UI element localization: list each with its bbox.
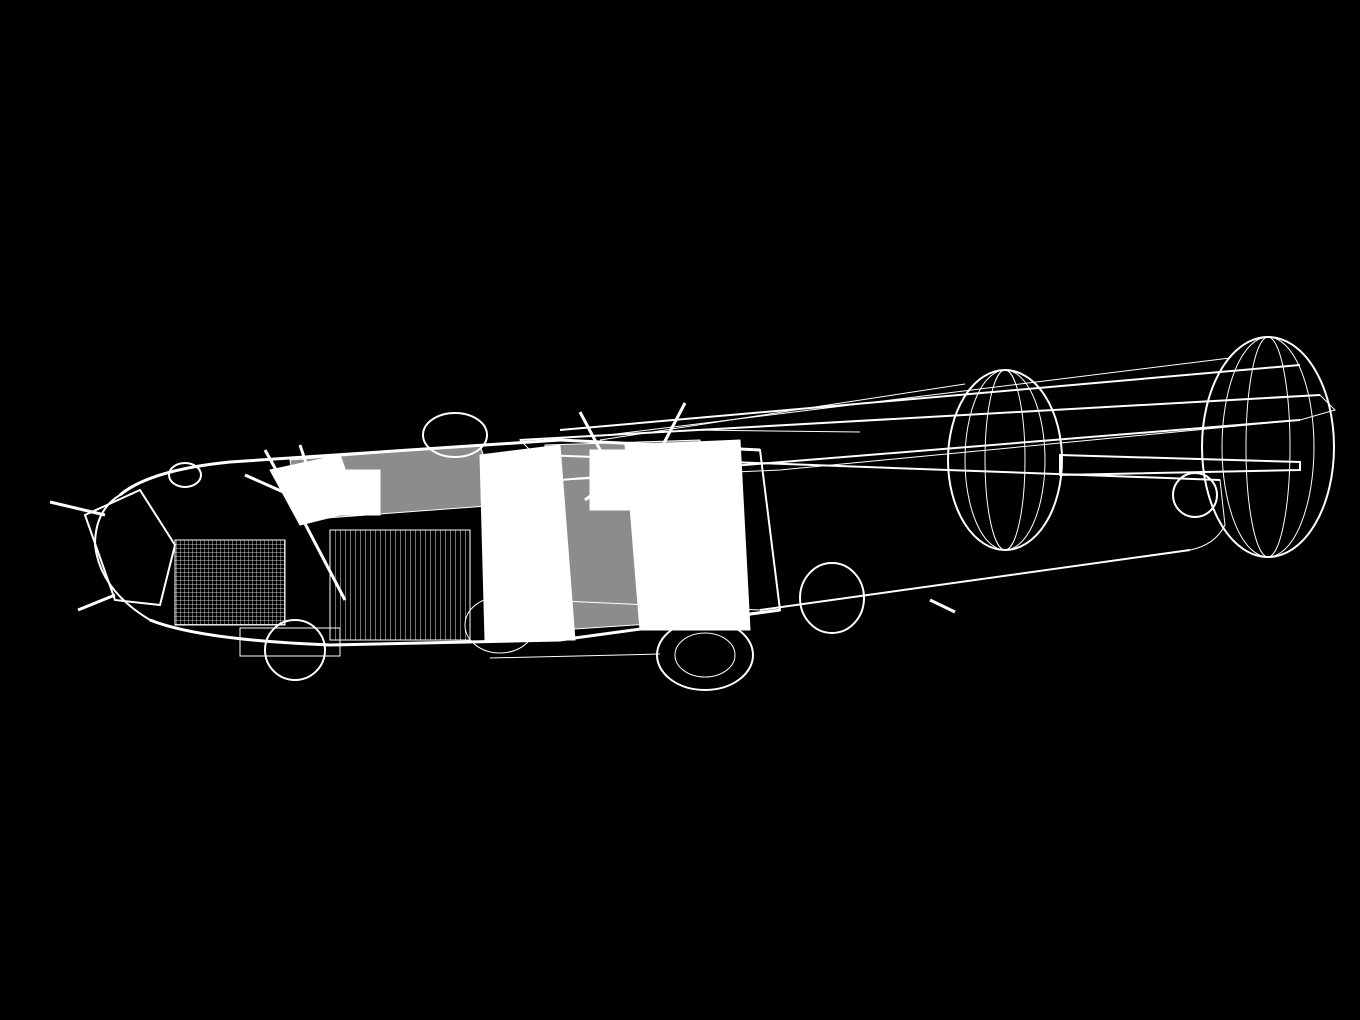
ventral-skid xyxy=(929,598,956,614)
antenna-wires xyxy=(599,357,1231,441)
propeller-4 xyxy=(638,402,687,506)
nose-wheel xyxy=(239,619,341,681)
engine-nacelle-2 xyxy=(289,444,501,521)
top-turret xyxy=(422,412,488,458)
main-wheel-right xyxy=(799,562,865,634)
engine-nacelle-4 xyxy=(589,439,751,631)
propeller-1 xyxy=(244,449,347,601)
rear-gear xyxy=(1172,472,1218,518)
tail-fin-right xyxy=(1201,336,1335,558)
nose-turret xyxy=(168,462,202,488)
gear-doors xyxy=(464,596,661,659)
main-wheel-left xyxy=(656,619,754,691)
horizontal-stabilizer xyxy=(1059,453,1301,477)
propeller-2 xyxy=(298,444,332,491)
fuselage xyxy=(83,438,782,647)
tail-fin-left xyxy=(947,369,1063,551)
propeller-3 xyxy=(578,411,632,502)
nose-propeller xyxy=(49,500,116,612)
